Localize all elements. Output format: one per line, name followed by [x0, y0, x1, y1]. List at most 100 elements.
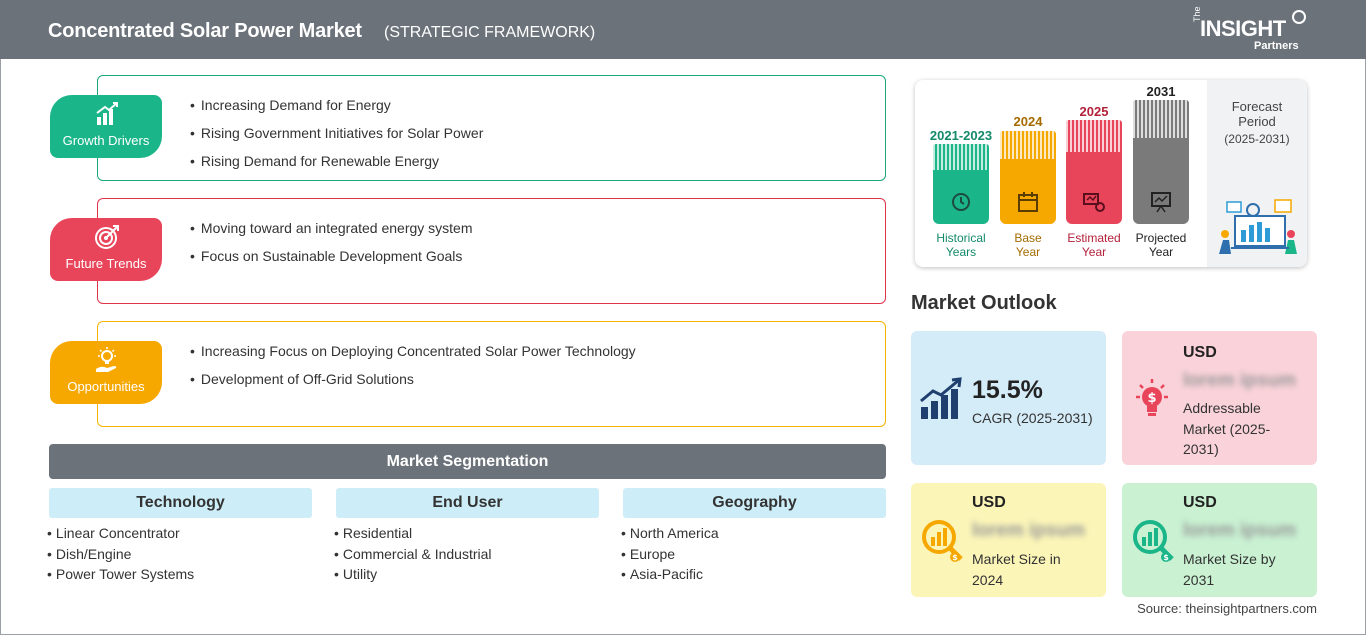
list-item: Dish/Engine	[47, 546, 312, 567]
projection-board-icon	[1151, 192, 1171, 213]
segment-head: End User	[336, 488, 599, 518]
logo-ring-icon	[1292, 10, 1306, 24]
idea-dollar-icon: $	[1136, 379, 1168, 416]
segment-list: Residential Commercial & Industrial Util…	[334, 525, 599, 587]
list-item: Power Tower Systems	[47, 566, 312, 587]
svg-text:$: $	[1147, 391, 1156, 406]
opportunities-box: Increasing Focus on Deploying Concentrat…	[97, 321, 886, 427]
market-size-2031-card: $ USD lorem ipsum Market Size by 2031	[1122, 483, 1317, 597]
timeline-bar	[1133, 100, 1189, 224]
timeline-caption: Estimated	[1067, 231, 1121, 245]
logo-partners: Partners	[1254, 40, 1299, 52]
list-item: Increasing Demand for Energy	[190, 95, 483, 123]
addressable-label: 2031)	[1183, 441, 1219, 457]
timeline-year: 2021-2023	[929, 128, 993, 143]
market-outlook-title: Market Outlook	[911, 292, 1057, 314]
opportunities-label: Opportunities	[67, 379, 145, 394]
source-credit: Source: theinsightpartners.com	[1137, 601, 1317, 616]
opportunities-badge: Opportunities	[50, 341, 162, 404]
timeline-caption: Years	[945, 245, 977, 259]
page-subtitle: (STRATEGIC FRAMEWORK)	[384, 24, 596, 41]
list-item: Europe	[621, 546, 886, 567]
market-size-2024-value-blurred: lorem ipsum	[972, 520, 1085, 541]
market-size-2031-label: 2031	[1183, 571, 1215, 588]
list-item: Utility	[334, 566, 599, 587]
forecast-period-panel: Forecast Period (2025-2031)	[1207, 80, 1307, 267]
market-size-2031-label: Market Size by	[1183, 551, 1276, 567]
timeline-caption: Year	[1015, 245, 1041, 259]
target-icon	[95, 225, 119, 249]
timeline-bar	[1000, 131, 1056, 224]
list-item: Asia-Pacific	[621, 566, 886, 587]
list-item: Commercial & Industrial	[334, 546, 599, 567]
segment-geography: Geography North America Europe Asia-Paci…	[623, 488, 886, 587]
magnifier-chart-icon: $	[922, 520, 963, 562]
segment-list: North America Europe Asia-Pacific	[621, 525, 886, 587]
list-item: Residential	[334, 525, 599, 546]
list-item: Focus on Sustainable Development Goals	[190, 246, 473, 274]
market-segmentation-title: Market Segmentation	[49, 444, 886, 479]
forecast-range: (2025-2031)	[1224, 132, 1290, 146]
timeline-caption: Historical	[936, 231, 986, 245]
timeline-caption: Base	[1014, 231, 1042, 245]
market-size-2024-label: 2024	[972, 571, 1004, 588]
growth-drivers-badge: Growth Drivers	[50, 95, 162, 158]
cagr-card: 15.5% CAGR (2025-2031)	[911, 331, 1106, 465]
list-item: North America	[621, 525, 886, 546]
svg-text:$: $	[1163, 553, 1169, 562]
timeline-caption: Year	[1148, 245, 1174, 259]
timeline-year: 2031	[1146, 84, 1176, 99]
market-size-2024-label: Market Size in	[972, 551, 1061, 567]
market-size-2024-card: $ USD lorem ipsum Market Size in 2024	[911, 483, 1106, 597]
estimate-icon	[1083, 193, 1105, 212]
future-trends-badge: Future Trends	[50, 218, 162, 281]
cagr-value: 15.5%	[972, 376, 1043, 404]
growth-drivers-list: Increasing Demand for Energy Rising Gove…	[190, 95, 483, 179]
market-size-2031-value-blurred: lorem ipsum	[1183, 520, 1296, 541]
growth-drivers-box: Increasing Demand for Energy Rising Gove…	[97, 75, 886, 181]
addressable-currency: USD	[1183, 344, 1217, 361]
bar-chart-growth-icon	[96, 102, 118, 125]
list-item: Rising Government Initiatives for Solar …	[190, 123, 483, 151]
future-trends-box: Moving toward an integrated energy syste…	[97, 198, 886, 304]
list-item: Rising Demand for Renewable Energy	[190, 151, 483, 179]
growth-drivers-label: Growth Drivers	[62, 133, 150, 148]
forecast-label: Period	[1238, 114, 1276, 129]
future-trends-list: Moving toward an integrated energy syste…	[190, 218, 473, 274]
page-title: Concentrated Solar Power Market	[48, 20, 362, 42]
timeline-caption: Projected	[1135, 231, 1187, 245]
list-item: Development of Off-Grid Solutions	[190, 369, 636, 397]
lightbulb-hand-icon	[96, 347, 117, 372]
timeline-caption: Year	[1081, 245, 1107, 259]
logo-insight: INSIGHT	[1200, 16, 1286, 41]
addressable-label: Market (2025-	[1183, 420, 1271, 437]
list-item: Moving toward an integrated energy syste…	[190, 218, 473, 246]
addressable-label: Addressable	[1183, 400, 1261, 416]
segment-list: Linear Concentrator Dish/Engine Power To…	[47, 525, 312, 587]
market-size-2031-currency: USD	[1183, 494, 1217, 511]
list-item: Increasing Focus on Deploying Concentrat…	[190, 341, 636, 369]
market-size-2024-currency: USD	[972, 494, 1006, 511]
segment-end-user: End User Residential Commercial & Indust…	[336, 488, 599, 587]
segment-technology: Technology Linear Concentrator Dish/Engi…	[49, 488, 312, 587]
svg-text:$: $	[952, 553, 958, 562]
segment-head: Geography	[623, 488, 886, 518]
header-bar: Concentrated Solar Power Market (STRATEG…	[0, 0, 1366, 59]
growth-chart-icon	[920, 377, 962, 419]
timeline-year: 2025	[1079, 104, 1109, 119]
cagr-label: CAGR (2025-2031)	[972, 410, 1093, 426]
calendar-icon	[1018, 192, 1038, 212]
addressable-value-blurred: lorem ipsum	[1183, 370, 1296, 391]
insight-partners-logo: The INSIGHT Partners	[1192, 6, 1312, 54]
magnifier-chart-icon: $	[1133, 520, 1174, 562]
analytics-illustration-icon	[1219, 199, 1297, 254]
timeline-year: 2024	[1013, 114, 1043, 129]
timeline-bar	[933, 144, 989, 224]
forecast-label: Forecast	[1231, 99, 1283, 114]
timeline-bar	[1066, 120, 1122, 224]
addressable-market-card: $ USD lorem ipsum Addressable Market (20…	[1122, 331, 1317, 465]
list-item: Linear Concentrator	[47, 525, 312, 546]
opportunities-list: Increasing Focus on Deploying Concentrat…	[190, 341, 636, 397]
future-trends-label: Future Trends	[65, 256, 147, 271]
segment-head: Technology	[49, 488, 312, 518]
